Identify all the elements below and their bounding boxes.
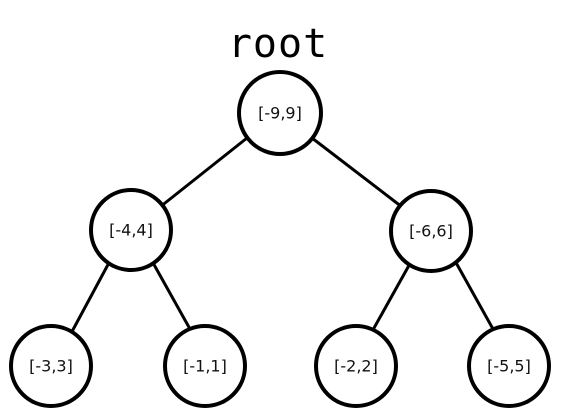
node-label: [-6,6] [409, 222, 453, 241]
node-circle [314, 324, 398, 408]
tree-node-n7: [-5,5] [467, 324, 551, 408]
node-circle [89, 188, 173, 272]
tree-node-n2: [-4,4] [89, 188, 173, 272]
node-circle [389, 189, 473, 273]
edges-group [66, 136, 500, 341]
root-annotation: root [228, 21, 328, 67]
node-label: [-2,2] [334, 357, 378, 376]
tree-node-n6: [-2,2] [314, 324, 398, 408]
edge-n1-n3 [310, 136, 404, 209]
node-circle [467, 324, 551, 408]
node-label: [-4,4] [109, 221, 153, 240]
node-label: [-1,1] [183, 357, 227, 376]
tree-node-n5: [-1,1] [163, 324, 247, 408]
node-label: [-9,9] [258, 104, 302, 123]
edge-n3-n7 [452, 257, 500, 340]
edge-n1-n2 [158, 136, 249, 209]
node-circle [9, 324, 93, 408]
node-circle [237, 70, 323, 156]
tree-node-n4: [-3,3] [9, 324, 93, 408]
tree-node-n1: [-9,9] [237, 70, 323, 156]
node-label: [-3,3] [29, 357, 73, 376]
node-label: [-5,5] [487, 357, 531, 376]
node-circle [163, 324, 247, 408]
tree-node-n3: [-6,6] [389, 189, 473, 273]
edge-n3-n6 [367, 258, 414, 339]
edge-n2-n5 [150, 259, 197, 340]
edge-n2-n4 [66, 257, 113, 341]
